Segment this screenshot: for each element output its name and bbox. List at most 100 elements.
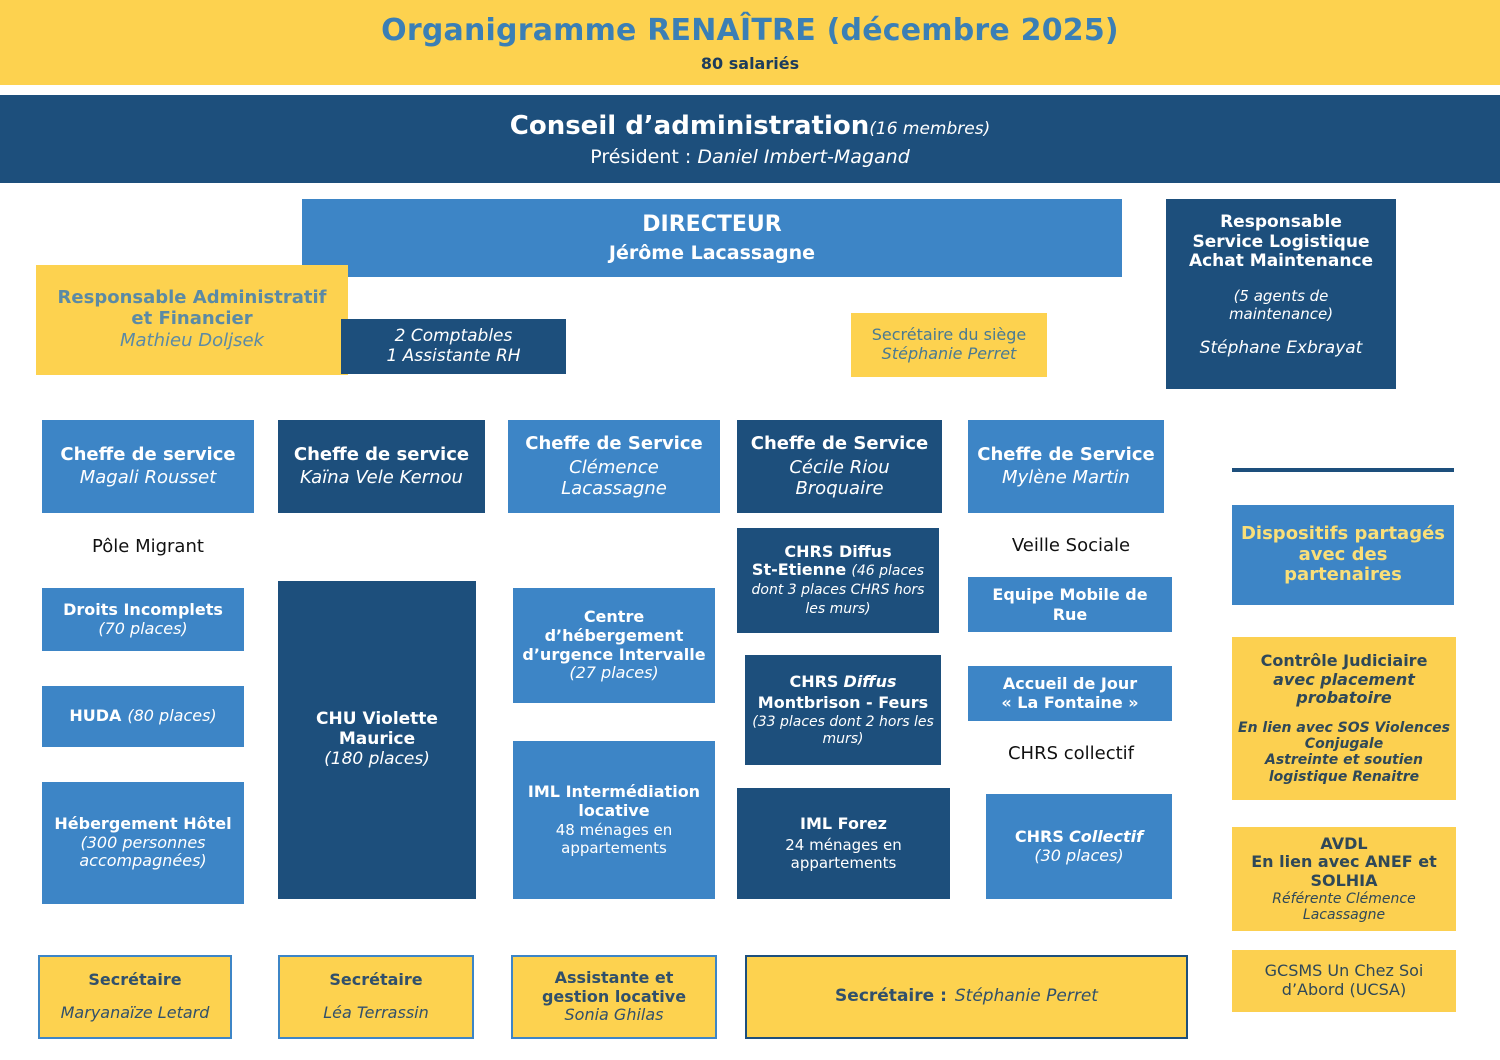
director-name: Jérôme Lacassagne [608, 241, 816, 264]
hq-secretary-role: Secrétaire du siège [871, 325, 1027, 345]
logistics-line2: Service Logistique [1192, 231, 1370, 252]
partner-note-line1: Référente Clémence [1272, 890, 1416, 907]
service-head-box-4: Cheffe de Service Cécile Riou Broquaire [737, 420, 942, 513]
unit-detail: (27 places) [569, 663, 659, 683]
unit-title: Equipe Mobile de Rue [992, 585, 1148, 624]
partner-note-line2: Lacassagne [1302, 906, 1386, 923]
partner-title: Contrôle Judiciaire [1260, 651, 1428, 671]
unit-title-2: Maurice [338, 729, 416, 750]
partner-box-avdl: AVDL En lien avec ANEF et SOLHIA Référen… [1232, 827, 1456, 931]
partners-divider [1232, 468, 1454, 472]
shared-secretary-label: Secrétaire : [835, 986, 947, 1007]
unit-box-chrs-diffus-st-etienne: CHRS Diffus St-Etienne (46 places dont 3… [737, 528, 939, 633]
service-head-role-1: Cheffe de service [60, 443, 236, 465]
unit-title: CHRS [1014, 826, 1064, 846]
footer-secretary-box-2: Secrétaire Léa Terrassin [278, 955, 474, 1039]
unit-title: IML Forez [800, 813, 887, 833]
service-head-box-2: Cheffe de service Kaïna Vele Kernou [278, 420, 485, 513]
board-of-directors-banner: Conseil d’administration(16 membres) Pré… [0, 95, 1500, 183]
unit-detail: (80 places) [127, 706, 217, 726]
unit-box-accueil-de-jour-la-fontaine: Accueil de Jour « La Fontaine » [968, 666, 1172, 721]
service-head-role-2: Cheffe de service [293, 443, 470, 465]
partners-header-line1: Dispositifs partagés [1240, 522, 1445, 544]
partner-subtitle-line1: En lien avec ANEF et [1251, 852, 1437, 872]
logistics-note-line2: maintenance) [1228, 304, 1334, 323]
unit-box-equipe-mobile-de-rue: Equipe Mobile de Rue [968, 577, 1172, 632]
group-label-chrs-collectif: CHRS collectif [1007, 742, 1135, 764]
unit-detail: (70 places) [98, 618, 188, 638]
unit-detail: (46 places dont 3 places CHRS hors les m… [751, 563, 925, 618]
president-label: Président : [590, 145, 698, 168]
service-head-name-1: Magali Rousset [79, 466, 217, 488]
admin-finance-role-line2: et Financier [131, 308, 253, 330]
partner-subtitle-line1: avec placement [1273, 669, 1415, 689]
unit-title: Hébergement Hôtel [54, 814, 232, 834]
accounting-staff-box: 2 Comptables 1 Assistante RH [341, 319, 566, 374]
employee-count: 80 salariés [700, 53, 800, 73]
board-title: Conseil d’administration [509, 110, 870, 141]
service-head-name-4: Cécile Riou Broquaire [789, 456, 890, 499]
unit-box-chrs-collectif: CHRS Collectif (30 places) [986, 794, 1172, 899]
footer-role: Secrétaire [329, 970, 423, 990]
partner-title-line2: d’Abord (UCSA) [1281, 980, 1407, 999]
service-head-box-3: Cheffe de Service Clémence Lacassagne [508, 420, 720, 513]
unit-title-italic: Diffus [843, 672, 897, 692]
unit-detail: (300 personnes [80, 832, 206, 852]
unit-detail: 48 ménages en appartements [555, 821, 673, 857]
partners-header-line3: partenaires [1284, 564, 1402, 586]
unit-box-droits-incomplets: Droits Incomplets (70 places) [42, 588, 244, 651]
hq-secretary-name: Stéphanie Perret [881, 344, 1017, 363]
footer-role: Secrétaire [88, 970, 182, 990]
admin-finance-manager-box: Responsable Administratif et Financier M… [36, 265, 348, 375]
unit-detail: (180 places) [324, 748, 430, 769]
footer-name: Léa Terrassin [323, 1003, 429, 1022]
service-head-name-5: Mylène Martin [1002, 466, 1130, 488]
unit-title-line: CHRS Diffus [789, 672, 897, 692]
service-head-name-3: Clémence Lacassagne [561, 456, 667, 499]
service-head-name-2: Kaïna Vele Kernou [300, 466, 463, 488]
unit-title: Centre d’hébergement d’urgence Intervall… [522, 607, 706, 664]
admin-finance-role-line1: Responsable Administratif [57, 287, 327, 309]
accounting-line2: 1 Assistante RH [386, 345, 521, 366]
footer-secretary-box-3: Assistante et gestion locative Sonia Ghi… [511, 955, 717, 1039]
unit-box-huda: HUDA (80 places) [42, 686, 244, 747]
logistics-manager-box: Responsable Service Logistique Achat Mai… [1166, 199, 1396, 389]
unit-box-iml-forez: IML Forez 24 ménages en appartements [737, 788, 950, 899]
unit-title: IML Intermédiation locative [527, 782, 701, 820]
unit-box-iml-intermediation-locative: IML Intermédiation locative 48 ménages e… [513, 741, 715, 899]
partner-title: AVDL [1320, 833, 1368, 853]
partners-header-line2: avec des [1298, 543, 1388, 565]
group-label-pole-migrant: Pôle Migrant [92, 535, 204, 557]
partner-note-line3: Astreinte et soutien [1264, 752, 1424, 769]
unit-title: Accueil de Jour [1002, 673, 1138, 693]
partner-note-line2: Conjugale [1304, 736, 1384, 753]
shared-secretary-box: Secrétaire : Stéphanie Perret [745, 955, 1188, 1039]
service-head-box-1: Cheffe de service Magali Rousset [42, 420, 254, 513]
group-label-veille-sociale: Veille Sociale [1011, 534, 1131, 556]
unit-box-chrs-diffus-montbrison-feurs: CHRS Diffus Montbrison - Feurs (33 place… [745, 655, 941, 765]
unit-title-line: CHRS Collectif [1014, 826, 1143, 847]
board-president-line: Président : Daniel Imbert-Magand [590, 146, 910, 168]
logistics-line1: Responsable [1220, 212, 1342, 232]
partner-note-line4: logistique Renaitre [1268, 768, 1420, 785]
unit-title: CHRS [789, 672, 839, 692]
partner-note-line1: En lien avec SOS Violences [1238, 719, 1450, 736]
director-role: DIRECTEUR [642, 212, 782, 238]
director-box: DIRECTEUR Jérôme Lacassagne [302, 199, 1122, 277]
logistics-line3: Achat Maintenance [1188, 251, 1374, 272]
partners-header-box: Dispositifs partagés avec des partenaire… [1232, 505, 1454, 605]
partner-title-line1: GCSMS Un Chez Soi [1264, 961, 1424, 981]
page-title: Organigramme RENAÎTRE (décembre 2025) [381, 12, 1119, 48]
president-name: Daniel Imbert-Magand [697, 145, 910, 168]
admin-finance-name: Mathieu Doljsek [120, 329, 264, 351]
service-head-role-4: Cheffe de Service [750, 432, 929, 454]
unit-detail-2: accompagnées) [79, 851, 207, 871]
unit-box-centre-hebergement-intervalle: Centre d’hébergement d’urgence Intervall… [513, 588, 715, 703]
unit-title-detail-line: St-Etienne (46 places dont 3 places CHRS… [743, 561, 933, 618]
board-title-line: Conseil d’administration(16 membres) [510, 111, 990, 141]
footer-name: Maryanaïze Letard [60, 1003, 210, 1022]
service-head-role-3: Cheffe de Service [525, 432, 703, 454]
accounting-line1: 2 Comptables [394, 325, 513, 346]
service-head-role-5: Cheffe de Service [977, 443, 1155, 465]
